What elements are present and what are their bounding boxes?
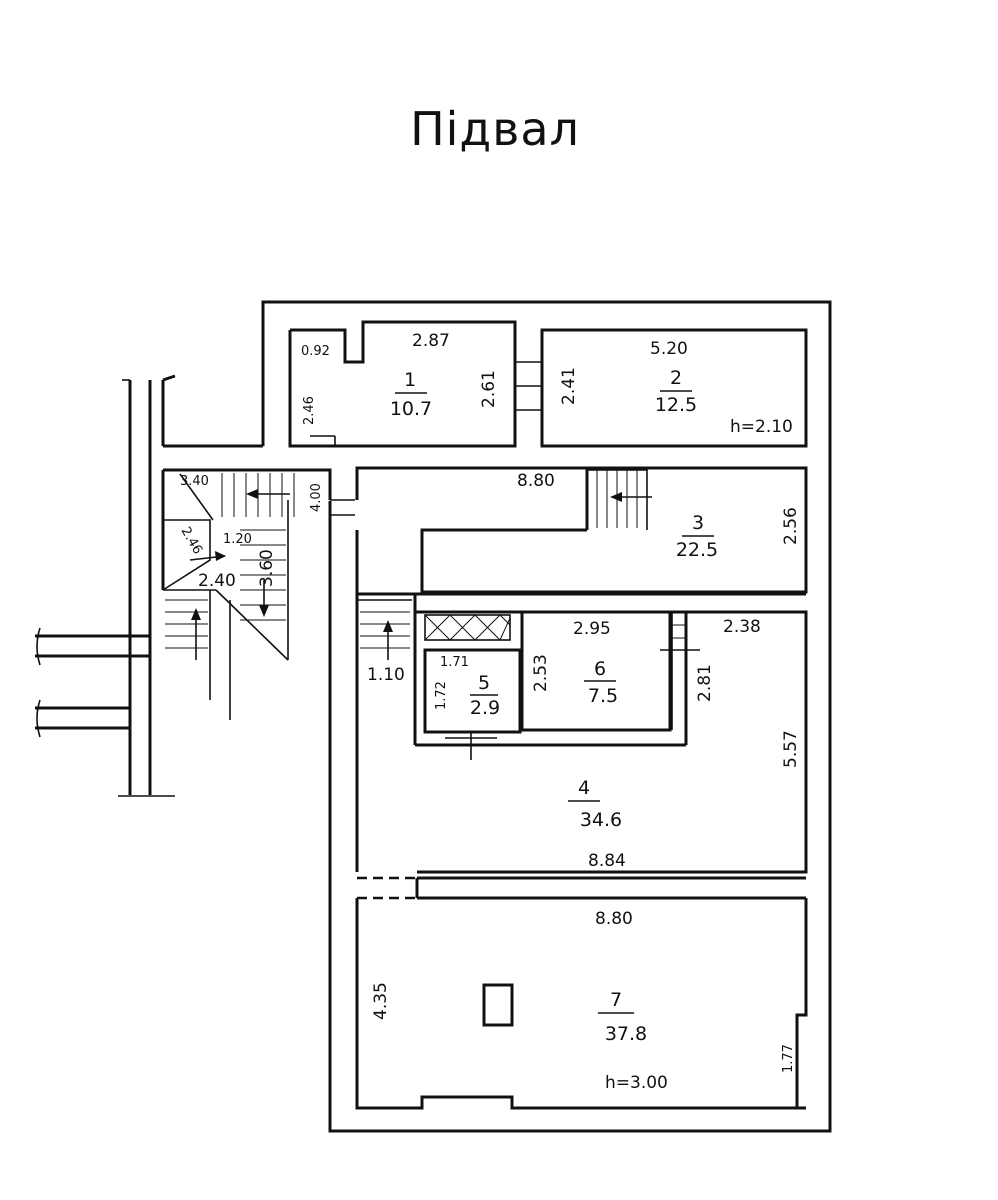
room-7-height: h=3.00	[605, 1073, 668, 1093]
room-6: 2.95 2.53 2.81 6 7.5	[520, 610, 715, 732]
room-5-area: 2.9	[470, 697, 500, 719]
dim-r7-right: 1.77	[781, 1044, 796, 1073]
dim-stair-top: 3.40	[180, 474, 209, 489]
room-3-area: 22.5	[676, 539, 718, 561]
room-4: 1.10 2.38 5.57 8.84 4 34.6	[355, 530, 808, 874]
hatched-block	[424, 614, 511, 641]
dim-r4-bottom: 8.84	[588, 851, 626, 871]
dim-r1-left: 2.46	[302, 396, 317, 425]
dim-r1-right: 2.61	[479, 370, 499, 408]
room-2: 5.20 2.41 2 12.5 h=2.10	[540, 328, 808, 448]
dim-stair-a: 1.20	[223, 532, 252, 547]
room-3-number: 3	[692, 512, 704, 534]
room-2-number: 2	[670, 367, 682, 389]
dim-corr-4: 4.00	[309, 483, 324, 512]
dim-r2-width: 5.20	[650, 339, 688, 359]
dim-r3-height: 2.56	[781, 507, 801, 545]
plan-title: Підвал	[410, 102, 580, 156]
room-4-area: 34.6	[580, 809, 622, 831]
dim-r2-left: 2.41	[559, 367, 579, 405]
dim-r7-top: 8.80	[595, 909, 633, 929]
room-5: 1.71 1.72 5 2.9	[423, 648, 522, 760]
room-6-number: 6	[594, 658, 606, 680]
room-2-height: h=2.10	[730, 417, 793, 437]
dim-r4-right-top: 2.38	[723, 617, 761, 637]
dim-r4-door: 1.10	[367, 665, 405, 685]
door-1-2	[515, 361, 542, 411]
dim-r7-left: 4.35	[371, 982, 391, 1020]
room-1-number: 1	[404, 369, 416, 391]
dim-r5-height: 1.72	[434, 681, 449, 710]
dim-r6-width: 2.95	[573, 619, 611, 639]
room-5-number: 5	[478, 672, 490, 694]
room-1-area: 10.7	[390, 398, 432, 420]
dim-stair-diag: 2.46	[178, 525, 205, 558]
dim-r5-width: 1.71	[440, 655, 469, 670]
dim-r1-width: 2.87	[412, 331, 450, 351]
dim-r1-notch: 0.92	[301, 344, 330, 359]
outer-walls	[161, 300, 832, 1133]
dim-stair-b: 3.60	[257, 549, 277, 587]
room-3: 8.80 2.56 3 22.5	[355, 466, 808, 594]
dim-r4-right: 5.57	[781, 730, 801, 768]
room-2-area: 12.5	[655, 394, 697, 416]
dim-r3-width: 8.80	[517, 471, 555, 491]
room-4-number: 4	[578, 777, 590, 799]
dim-stair-c: 2.40	[198, 571, 236, 591]
room-7: 8.80 4.35 1.77 7 37.8 h=3.00	[355, 876, 808, 1110]
room-7-number: 7	[610, 989, 622, 1011]
dim-r6-left: 2.53	[531, 654, 551, 692]
room-7-area: 37.8	[605, 1023, 647, 1045]
room-6-area: 7.5	[588, 685, 618, 707]
dim-r6-right: 2.81	[695, 664, 715, 702]
room-1: 2.87 0.92 2.46 2.61 1 10.7	[288, 320, 517, 448]
staircase: 3.40 2.46 1.20 3.60 2.40 4.00	[35, 379, 355, 797]
